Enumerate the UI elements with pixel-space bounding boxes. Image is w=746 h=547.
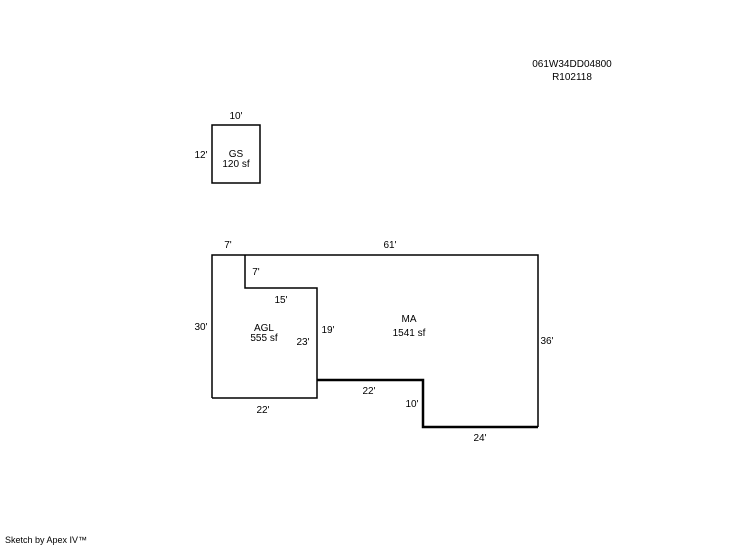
building-outline — [211, 254, 539, 427]
dim-inner-horizontal: 15' — [274, 295, 287, 306]
agl-outline — [212, 255, 318, 399]
sketch-credit: Sketch by Apex IV™ — [5, 535, 88, 545]
dim-inner-vertical: 7' — [252, 267, 260, 278]
dim-bottom-left: 22' — [256, 405, 269, 416]
dim-agl-right: 23' — [296, 337, 309, 348]
gs-label: GS — [229, 149, 244, 160]
dim-top-left: 7' — [224, 240, 232, 251]
dim-ma-inner: 19' — [321, 325, 334, 336]
gs-left-dimension: 12' — [194, 150, 207, 161]
account-id: R102118 — [552, 72, 592, 83]
ma-label: MA — [402, 314, 417, 325]
dim-left-side: 30' — [194, 322, 207, 333]
dim-right-side: 36' — [540, 336, 553, 347]
dim-notch-side: 10' — [405, 399, 418, 410]
agl-area: 555 sf — [250, 333, 277, 344]
ma-area: 1541 sf — [393, 328, 426, 339]
agl-label: AGL — [254, 323, 274, 334]
ma-bottom-outline — [317, 378, 538, 429]
dim-top-main: 61' — [383, 240, 396, 251]
parcel-id: 061W34DD04800 — [532, 59, 612, 70]
gs-area: 120 sf — [222, 159, 249, 170]
dim-bottom-right: 24' — [473, 433, 486, 444]
gs-top-dimension: 10' — [229, 111, 242, 122]
gs-outline — [211, 124, 261, 184]
dim-notch-top: 22' — [362, 386, 375, 397]
